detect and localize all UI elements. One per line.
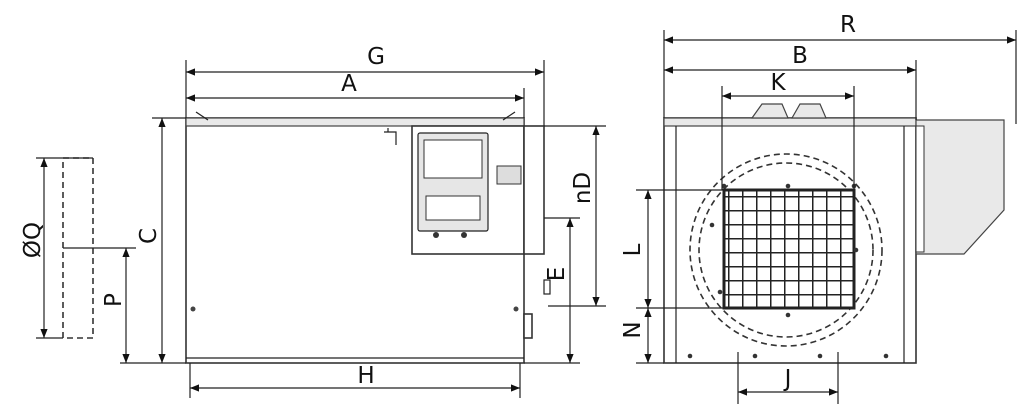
- switch: [496, 165, 522, 185]
- dim-B-label: B: [792, 43, 808, 69]
- screw: [709, 222, 715, 228]
- screw: [190, 306, 196, 312]
- front-view: R B K L N J: [620, 12, 1017, 404]
- dim-A-label: A: [341, 71, 357, 97]
- dim-H-label: H: [357, 363, 374, 389]
- dim-nD-label: nD: [570, 172, 596, 204]
- fan-ring-inner: [698, 162, 874, 338]
- screw: [513, 306, 519, 312]
- handle-right: [502, 111, 516, 121]
- dim-R-label: R: [840, 12, 856, 38]
- gland: [461, 232, 467, 238]
- top-handle: [750, 103, 789, 119]
- condenser-flange: [915, 125, 925, 253]
- screw: [883, 353, 889, 359]
- side-condenser: [523, 125, 545, 255]
- fan-ring-outer: [689, 153, 883, 347]
- dim-C-label: C: [136, 228, 162, 244]
- dim-G-label: G: [367, 44, 385, 70]
- screw: [785, 312, 791, 318]
- dim-E-label: E: [544, 267, 570, 282]
- dim-N-label: N: [620, 321, 646, 338]
- dim-L-label: L: [620, 243, 646, 256]
- controller-base: [425, 195, 481, 221]
- condenser-housing: [915, 119, 1005, 255]
- side-lid: [185, 117, 525, 127]
- screw: [752, 353, 758, 359]
- screw: [785, 183, 791, 189]
- dim-J-label: J: [783, 366, 792, 392]
- screw: [717, 289, 723, 295]
- drain: [523, 313, 533, 339]
- screw: [687, 353, 693, 359]
- controller-display: [423, 139, 483, 179]
- fan-grille: [722, 188, 856, 310]
- dim-P-label: P: [101, 293, 127, 307]
- top-handle: [790, 103, 827, 119]
- side-pipe: [543, 279, 551, 295]
- screw: [721, 183, 727, 189]
- front-lid: [663, 117, 917, 127]
- screw: [817, 353, 823, 359]
- sensor-pipe: [384, 128, 397, 145]
- screw: [853, 247, 859, 253]
- dim-K-label: K: [770, 70, 786, 96]
- gland: [433, 232, 439, 238]
- handle-left: [195, 111, 209, 121]
- dim-Q-label: ØQ: [20, 222, 46, 258]
- side-view: G A C ØQ P H nD E: [20, 44, 606, 398]
